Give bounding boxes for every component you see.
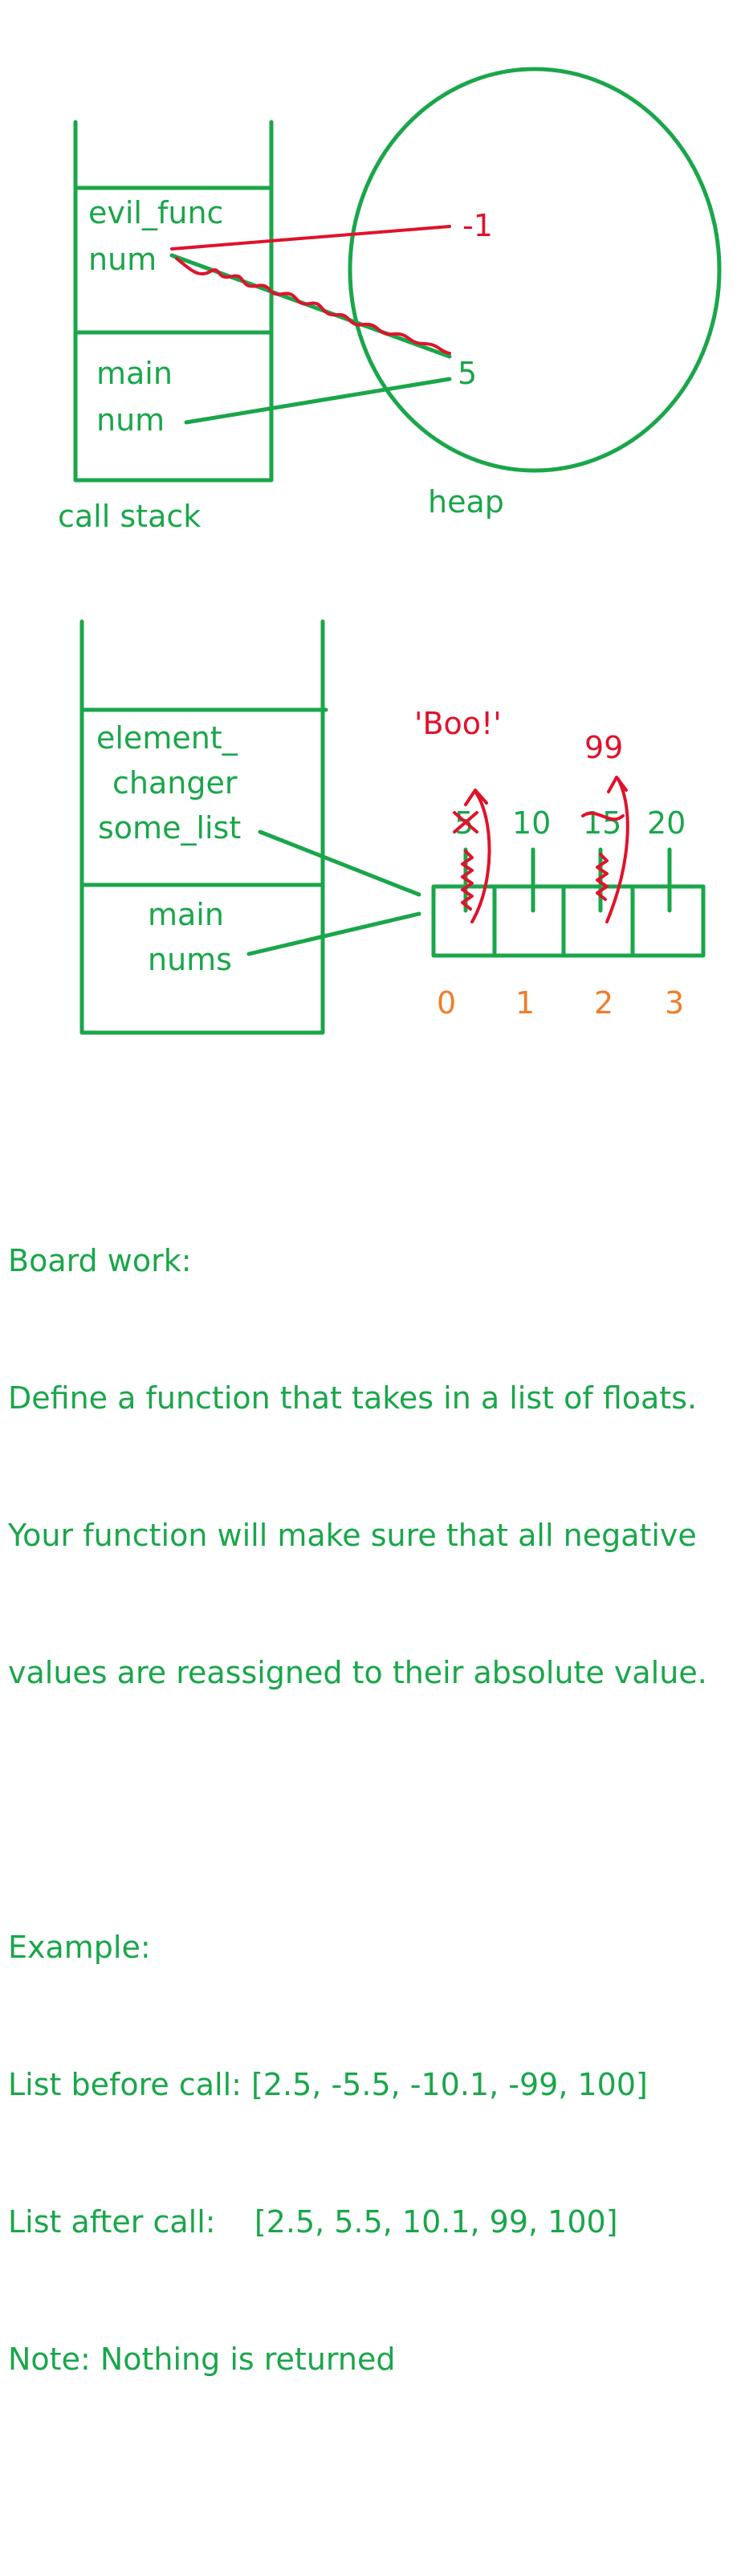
frame-var-some-list: some_list — [98, 810, 241, 846]
list-cells — [431, 884, 706, 958]
frame-var-num-evil: num — [88, 242, 157, 277]
scribble-cross-out — [175, 257, 451, 355]
reference-arrow-some-list — [258, 829, 421, 897]
new-value-boo: 'Boo!' — [414, 706, 502, 741]
example-title: Example: — [8, 1930, 151, 1965]
new-value-99: 99 — [584, 730, 623, 765]
notes-line-3: values are reassigned to their absolute … — [8, 1655, 707, 1690]
cell-value-2-old: 15 — [583, 805, 621, 841]
arrowhead-boo — [464, 789, 488, 806]
frame-name-evil-func: evil_func — [88, 195, 223, 230]
scribble-ref-2 — [596, 853, 609, 901]
list-index-0: 0 — [437, 985, 456, 1021]
frame-name-element-changer-line1: element_ — [96, 720, 238, 756]
example-after: List after call: [2.5, 5.5, 10.1, 99, 10… — [8, 2204, 618, 2240]
heap-circle — [348, 67, 722, 473]
example-before: List before call: [2.5, -5.5, -10.1, -99… — [8, 2067, 648, 2102]
arrow-cell0-to-boo — [470, 790, 491, 923]
notes-line-1: Define a function that takes in a list o… — [8, 1380, 698, 1416]
notes-spacer — [8, 1787, 731, 1833]
reference-arrow-main-num-to-5 — [184, 377, 452, 425]
call-stack-box — [73, 120, 274, 483]
heap-label: heap — [428, 484, 504, 520]
notes-line-2: Your function will make sure that all ne… — [8, 1518, 697, 1553]
scribble-ref-0 — [461, 850, 474, 911]
whiteboard-canvas: evil_func num main num call stack heap -… — [58, 67, 722, 1035]
notes-title: Board work: — [8, 1243, 192, 1278]
arrow-cell2-to-99 — [605, 777, 629, 923]
frame-var-num-main: num — [96, 402, 165, 438]
frame-var-nums: nums — [148, 942, 232, 977]
board-work-notes: Board work: Define a function that takes… — [8, 1147, 731, 2428]
frame-name-main: main — [96, 356, 173, 391]
frame-name-element-changer-line2: changer — [112, 765, 238, 801]
heap-value-neg1: -1 — [462, 208, 493, 243]
diagram-call-stack-heap: evil_func num main num call stack heap -… — [58, 67, 722, 534]
example-note: Note: Nothing is returned — [8, 2342, 396, 2377]
diagram-list-mutation: element_ changer some_list main nums 5 1… — [79, 619, 706, 1035]
cell-value-3: 20 — [647, 805, 686, 841]
reference-arrow-nums — [246, 911, 421, 956]
heap-value-5: 5 — [458, 356, 477, 391]
cell-value-1: 10 — [512, 805, 551, 841]
cross-out-value-0 — [453, 811, 478, 834]
reference-arrow-evil-num-to-neg1 — [170, 225, 451, 251]
list-index-2: 2 — [594, 985, 613, 1021]
cross-out-value-2 — [581, 811, 625, 821]
list-index-3: 3 — [665, 985, 684, 1021]
call-stack-box-2 — [79, 619, 325, 1035]
list-index-1: 1 — [515, 985, 535, 1021]
list-outline — [431, 884, 706, 958]
call-stack-label: call stack — [58, 499, 201, 534]
frame-name-main-2: main — [148, 897, 224, 932]
arrowhead-99 — [607, 776, 628, 793]
